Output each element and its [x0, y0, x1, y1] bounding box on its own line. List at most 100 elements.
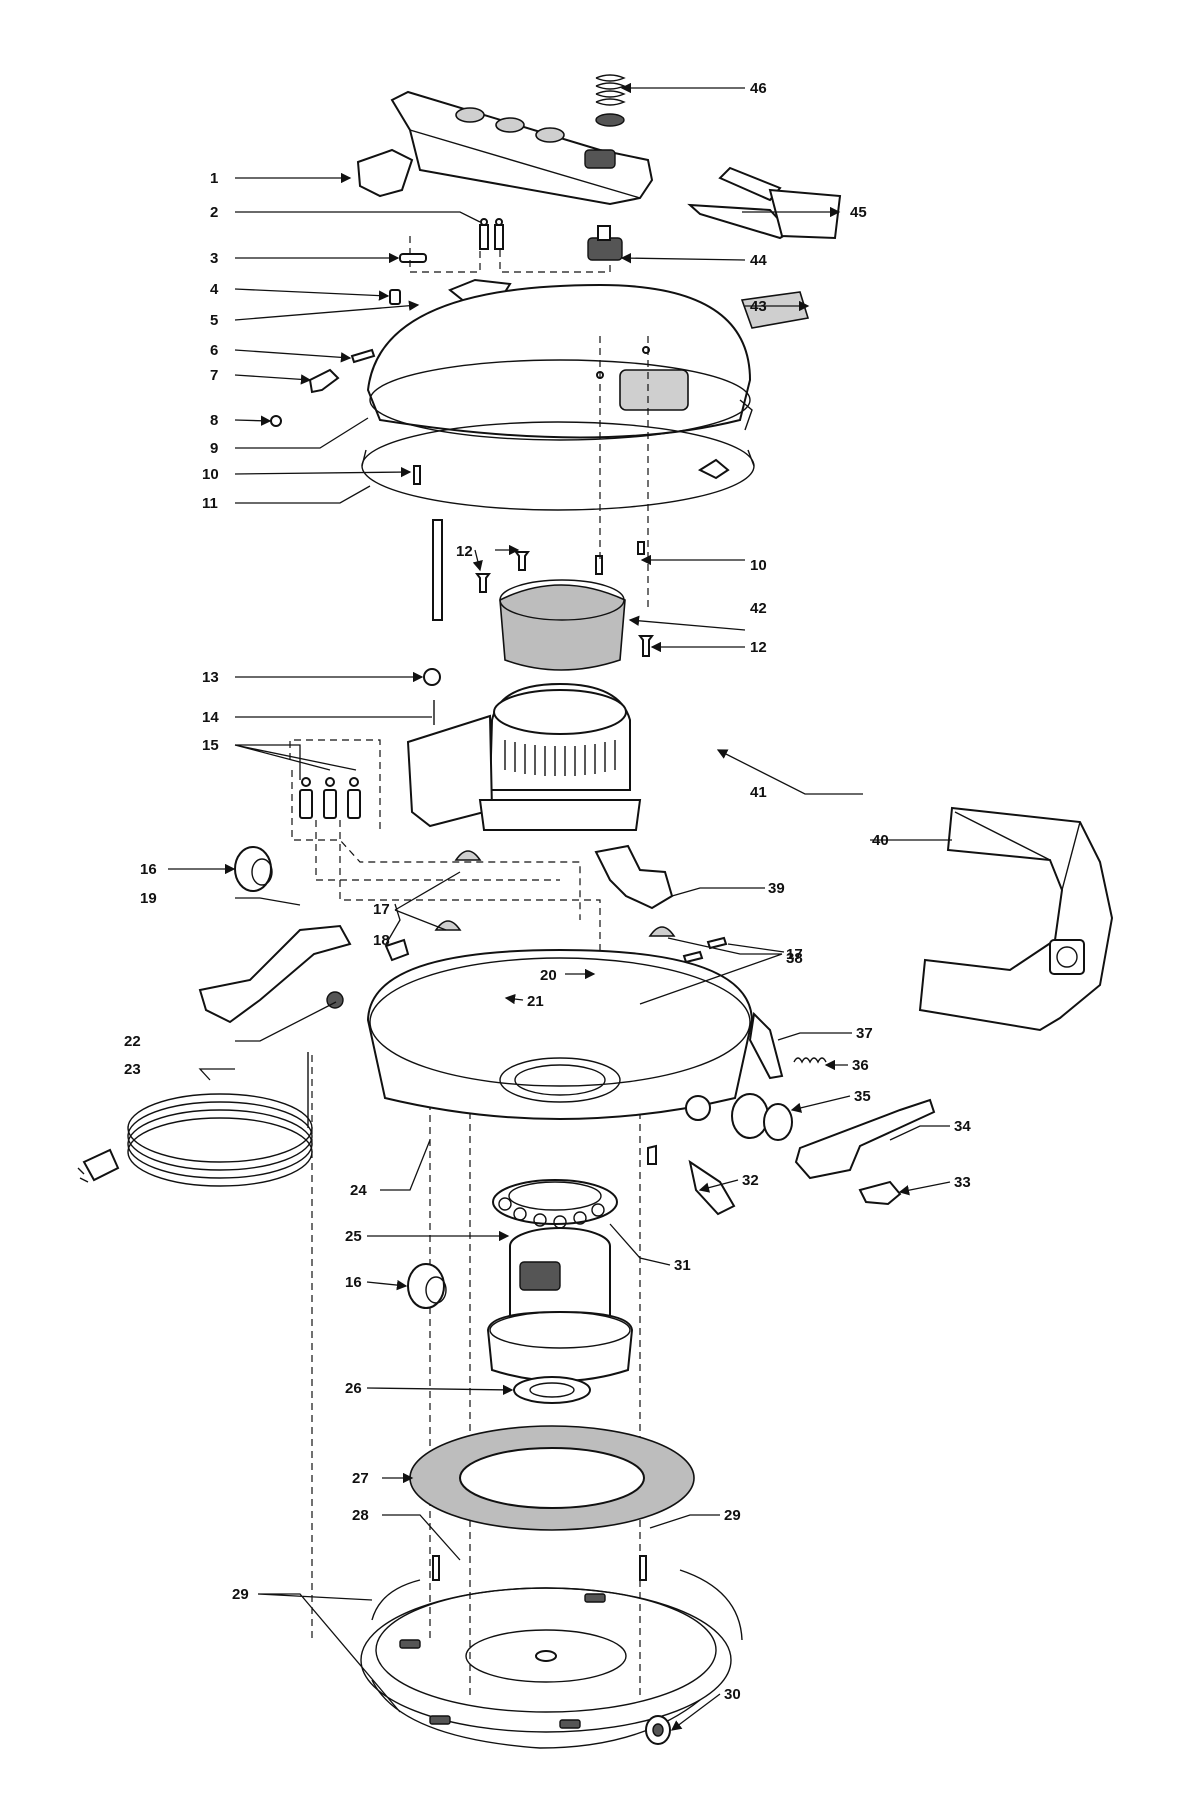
part-26-washer	[513, 1376, 591, 1404]
callout-12-a: 12	[456, 543, 473, 560]
part-35-nozzle	[731, 1093, 793, 1141]
callout-16-b: 16	[345, 1274, 362, 1291]
part-29-bumper-strip	[371, 1569, 743, 1749]
part-39-clamp	[594, 844, 674, 910]
callout-15: 15	[202, 737, 219, 754]
part-17-foot-b	[434, 920, 462, 931]
part-10-screw-b	[595, 555, 603, 575]
callout-13: 13	[202, 669, 219, 686]
rod	[432, 519, 443, 621]
part-7-bracket	[308, 368, 340, 394]
callout-28: 28	[352, 1507, 369, 1524]
callout-10-b: 10	[750, 557, 767, 574]
callout-42: 42	[750, 600, 767, 617]
callout-32: 32	[742, 1172, 759, 1189]
part-1-handle	[356, 90, 654, 206]
part-40-bumper	[918, 806, 1114, 1032]
part-32-connector	[688, 1159, 736, 1216]
callout-38: 38	[786, 950, 803, 967]
callout-21: 21	[527, 993, 544, 1010]
part-43-plate	[740, 291, 810, 329]
part-17-foot-c	[648, 926, 676, 937]
callout-24: 24	[350, 1182, 367, 1199]
callout-16-a: 16	[140, 861, 157, 878]
callout-14: 14	[202, 709, 219, 726]
part-9-cover	[366, 283, 753, 441]
callout-18: 18	[373, 932, 390, 949]
part-16-ring-b	[407, 1263, 447, 1309]
callout-4: 4	[210, 281, 219, 298]
callout-40: 40	[872, 832, 889, 849]
wiring-dashed	[289, 236, 649, 1700]
part-15-terminals	[299, 777, 361, 819]
part-6-screw	[350, 348, 376, 364]
part-42-filter	[499, 579, 626, 671]
callout-labels: 46 1 45 2 3 44 4 43 5 6 7 8 9 10 11 10 1…	[124, 80, 971, 1703]
part-36-spring	[793, 1057, 827, 1064]
callout-22: 22	[124, 1033, 141, 1050]
callout-1: 1	[210, 170, 218, 187]
callout-43: 43	[750, 298, 767, 315]
part-33-clip	[858, 1180, 902, 1206]
part-38-screw-a	[682, 950, 704, 964]
callout-6: 6	[210, 342, 218, 359]
part-10-screw-c	[637, 541, 645, 555]
part-41-motor-housing	[406, 682, 642, 831]
callout-29-a: 29	[724, 1507, 741, 1524]
callout-25: 25	[345, 1228, 362, 1245]
part-27-filter-disc	[409, 1425, 695, 1531]
part-11-rim	[361, 421, 755, 511]
part-18-clip	[384, 938, 410, 962]
callout-2: 2	[210, 204, 218, 221]
part-2-terminals	[479, 218, 504, 250]
callout-26: 26	[345, 1380, 362, 1397]
part-24-tub	[366, 948, 754, 1165]
callout-8: 8	[210, 412, 218, 429]
part-10-screw-a	[413, 465, 421, 485]
callout-7: 7	[210, 367, 218, 384]
callout-30: 30	[724, 1686, 741, 1703]
part-45-clips	[687, 166, 842, 240]
callout-19: 19	[140, 890, 157, 907]
callout-31: 31	[674, 1257, 691, 1274]
part-17-foot-a	[454, 850, 482, 861]
part-4-clip	[389, 289, 401, 305]
part-16-ring-a	[234, 846, 273, 892]
callout-46: 46	[750, 80, 767, 97]
part-12-screw-b	[514, 551, 530, 571]
callout-44: 44	[750, 252, 767, 269]
part-31-gasket	[492, 1179, 618, 1229]
callout-12-b: 12	[750, 639, 767, 656]
part-23-cord	[77, 1052, 313, 1187]
part-37-latch	[748, 1011, 784, 1080]
callout-17-a: 17	[373, 901, 390, 918]
callout-34: 34	[954, 1118, 971, 1135]
callout-45: 45	[850, 204, 867, 221]
part-44-switch	[587, 225, 623, 261]
part-19-handle	[198, 924, 352, 1024]
part-46-spring	[595, 74, 626, 127]
callout-36: 36	[852, 1057, 869, 1074]
callout-27: 27	[352, 1470, 369, 1487]
part-13-clip	[423, 668, 441, 686]
vacuum-parts	[77, 74, 1114, 1749]
part-28-base	[360, 1555, 732, 1733]
part-8-ring	[270, 415, 282, 427]
callout-37: 37	[856, 1025, 873, 1042]
callout-9: 9	[210, 440, 218, 457]
callout-20: 20	[540, 967, 557, 984]
callout-10-a: 10	[202, 466, 219, 483]
callout-35: 35	[854, 1088, 871, 1105]
callout-41: 41	[750, 784, 767, 801]
callout-3: 3	[210, 250, 218, 267]
part-12-screw-a	[475, 573, 491, 593]
callout-leaders	[168, 82, 952, 1731]
callout-29-b: 29	[232, 1586, 249, 1603]
callout-11: 11	[202, 495, 218, 512]
part-30-caster	[645, 1715, 671, 1745]
part-38-screw-b	[706, 936, 728, 950]
part-34-handle	[794, 1098, 936, 1180]
callout-23: 23	[124, 1061, 141, 1078]
callout-17-b: 17	[786, 946, 803, 963]
